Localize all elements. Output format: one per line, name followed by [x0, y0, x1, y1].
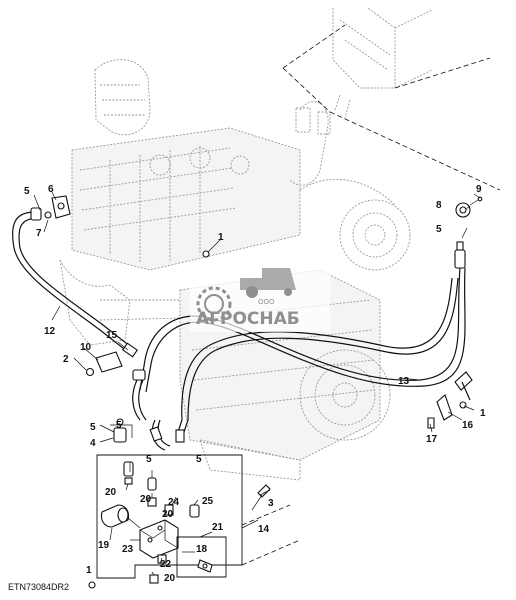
callout-5: 5 [146, 454, 152, 465]
callouts: 5 6 7 9 8 5 1 12 15 10 2 13 1 16 17 5 5 … [24, 184, 486, 584]
callout-22: 22 [160, 559, 172, 570]
callout-20: 20 [162, 509, 174, 520]
bolt-3 [251, 484, 271, 511]
callout-8: 8 [436, 200, 442, 211]
callout-18: 18 [196, 544, 208, 555]
fitting-group-left [30, 195, 71, 221]
callout-5: 5 [196, 454, 202, 465]
callout-1: 1 [218, 232, 224, 243]
callout-5: 5 [90, 422, 96, 433]
callout-14: 14 [258, 524, 270, 535]
callout-20: 20 [105, 487, 117, 498]
callout-5: 5 [116, 420, 122, 431]
callout-1: 1 [86, 565, 92, 576]
hydraulic-line-12 [12, 211, 138, 358]
bracket-16 [427, 394, 467, 429]
callout-20: 20 [140, 494, 152, 505]
callout-21: 21 [212, 522, 224, 533]
watermark-company: ООО [258, 298, 275, 306]
callout-25: 25 [202, 496, 214, 507]
callout-20: 20 [164, 573, 176, 584]
watermark: ООО АГРОСНАБ [190, 262, 330, 332]
callout-4: 4 [90, 438, 96, 449]
watermark-name: АГРОСНАБ [196, 309, 300, 329]
figure-reference: ETN73084DR2 [8, 582, 69, 592]
gear-tractor-logo [196, 268, 296, 322]
callout-19: 19 [98, 540, 110, 551]
fitting-4 [113, 250, 210, 443]
callout-16: 16 [462, 420, 474, 431]
callout-24: 24 [168, 497, 180, 508]
callout-17: 17 [426, 434, 438, 445]
callout-15: 15 [106, 330, 118, 341]
callout-10: 10 [80, 342, 92, 353]
callout-1: 1 [480, 408, 486, 419]
callout-13: 13 [398, 376, 410, 387]
valve-inset [96, 454, 301, 584]
callout-3: 3 [268, 498, 274, 509]
callout-5: 5 [436, 224, 442, 235]
callout-6: 6 [48, 184, 54, 195]
callout-2: 2 [63, 354, 69, 365]
callout-9: 9 [476, 184, 482, 195]
bolt-1 [88, 581, 96, 589]
callout-12: 12 [44, 326, 56, 337]
cab-frame [282, 7, 501, 191]
callout-5: 5 [24, 186, 30, 197]
leader-lines [33, 191, 481, 588]
callout-23: 23 [122, 544, 134, 555]
callout-7: 7 [36, 228, 42, 239]
hydraulic-hose-lower [132, 369, 185, 451]
bracket-10 [85, 351, 123, 377]
sensor-8 [455, 196, 483, 218]
hydraulic-hose-13 [139, 241, 473, 433]
